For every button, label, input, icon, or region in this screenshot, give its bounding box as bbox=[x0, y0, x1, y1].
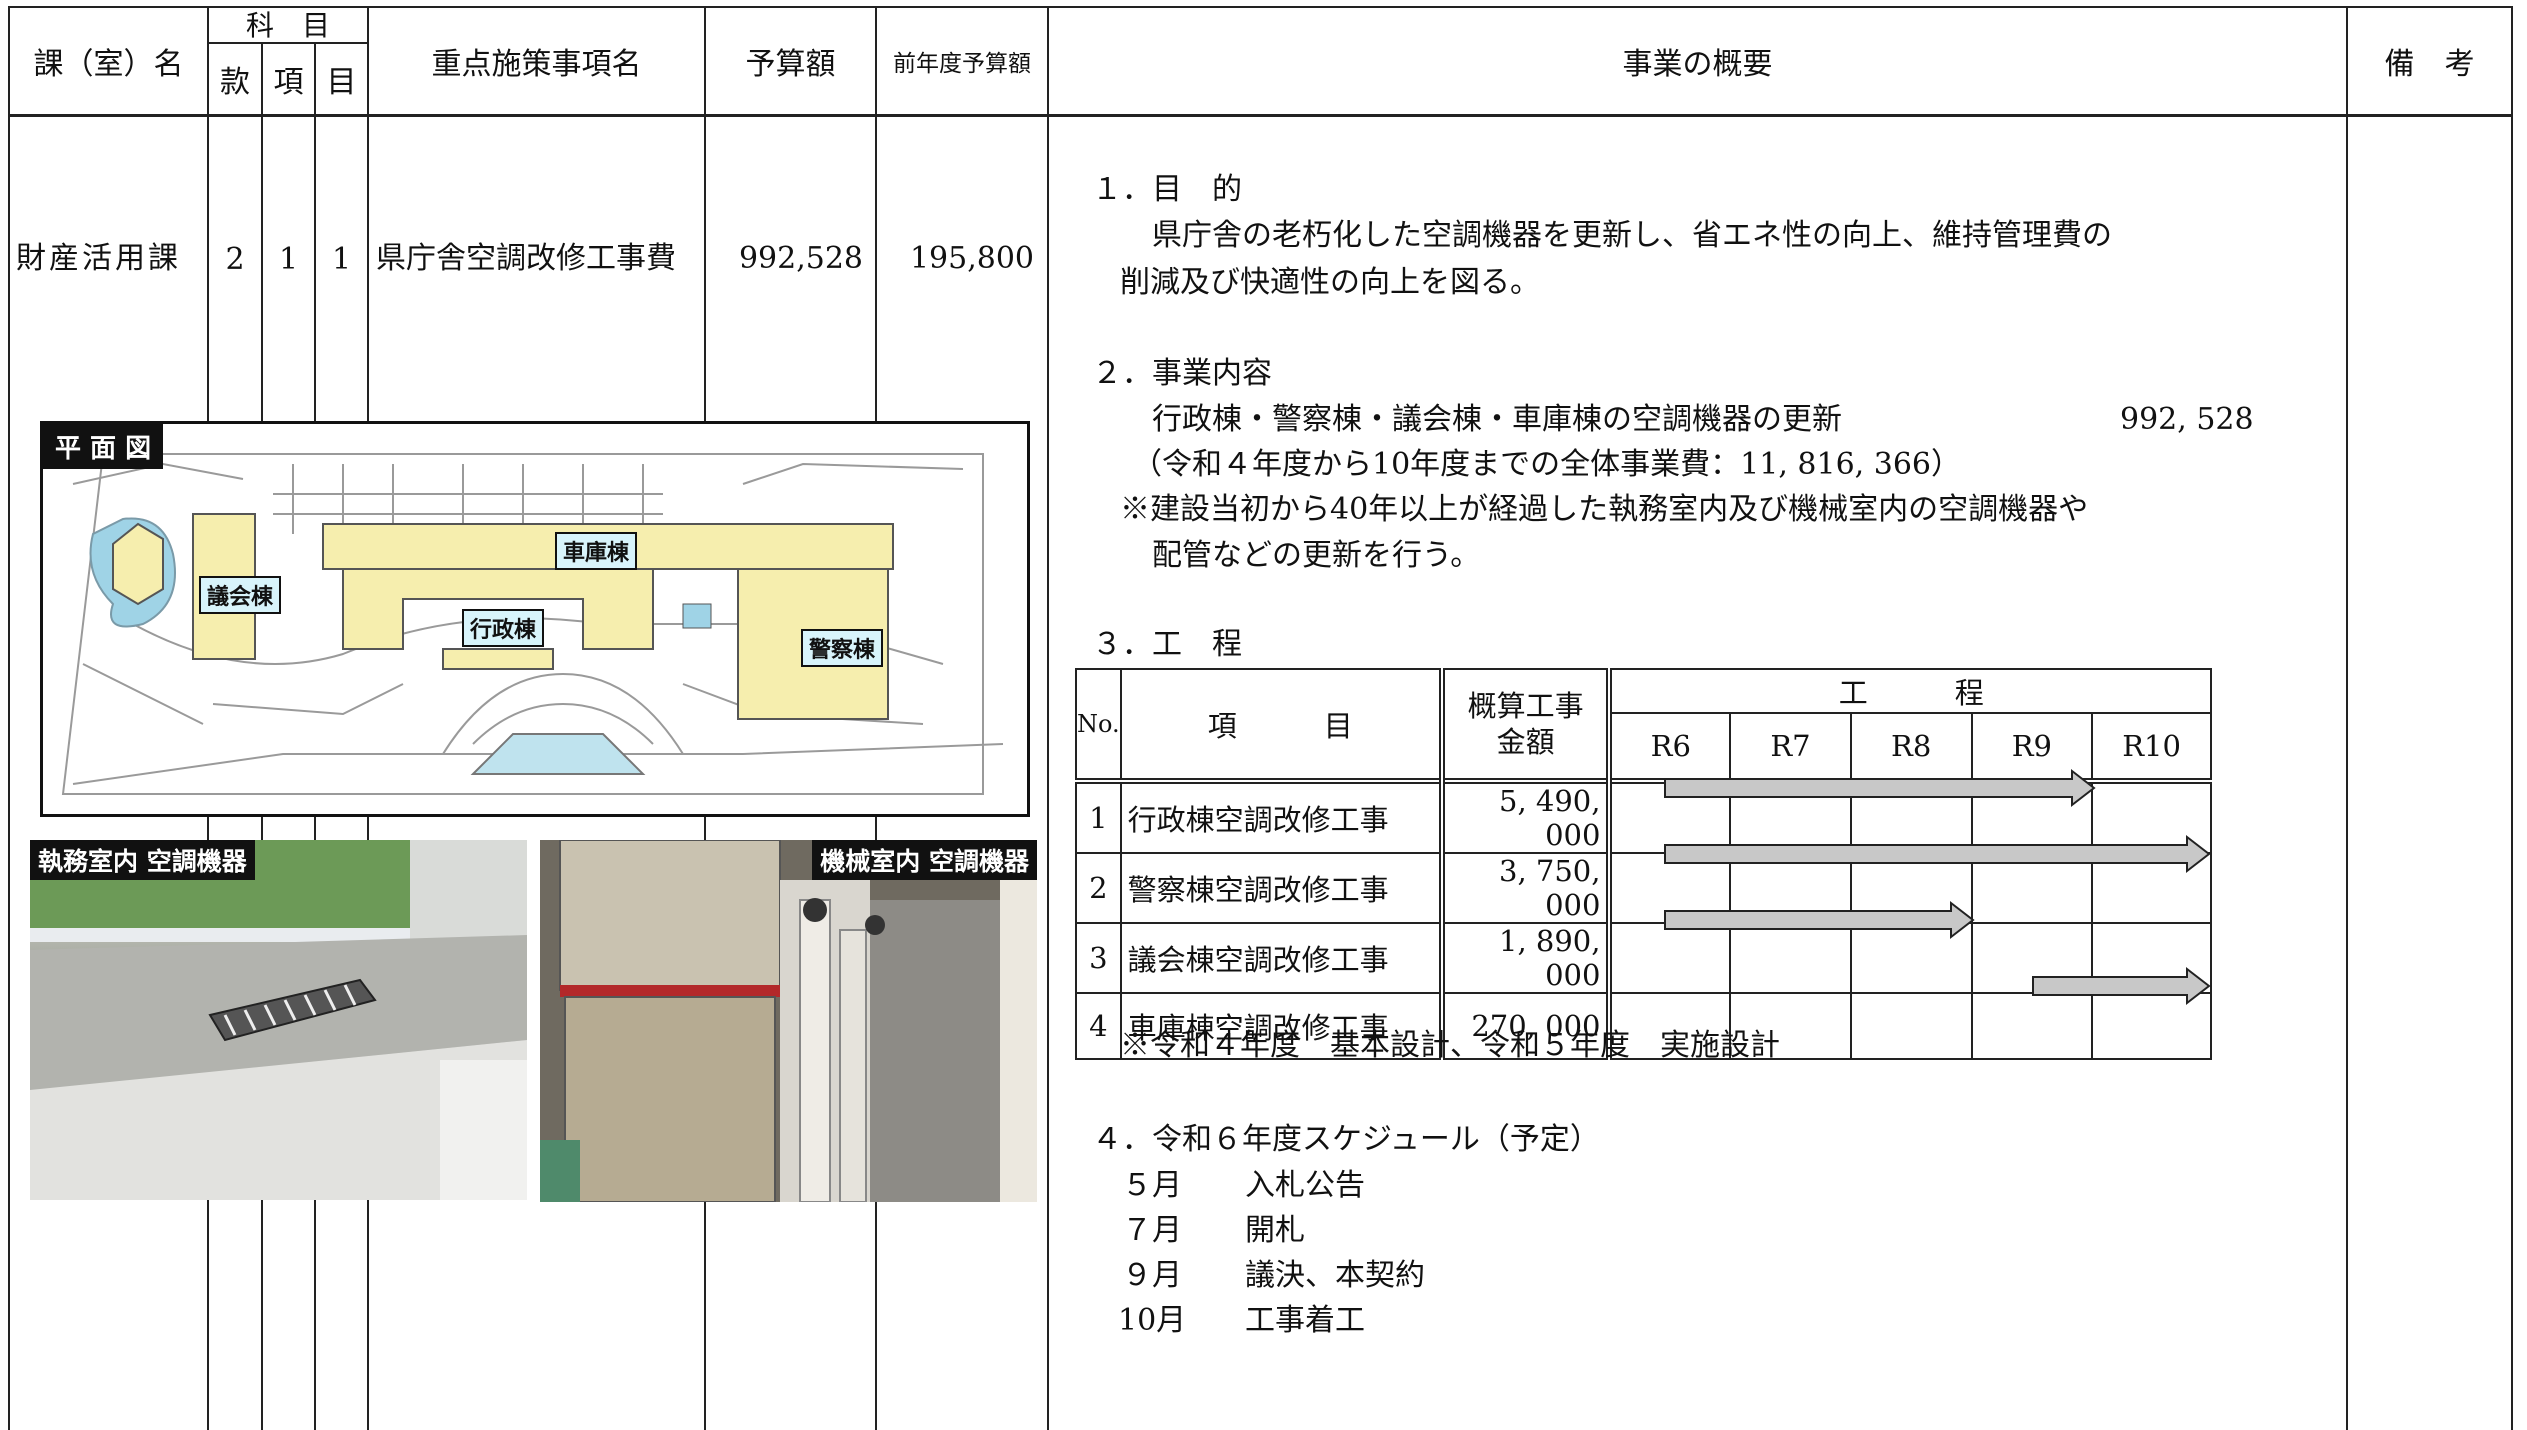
pt-head-process: 工 程 bbox=[1608, 668, 2212, 714]
section3-title: ３．工 程 bbox=[1092, 627, 1242, 662]
pt-row2-amount: 3, 750, 000 bbox=[1440, 852, 1613, 924]
header-subject: 科 目 bbox=[245, 9, 330, 42]
photo1-label: 執務室内 空調機器 bbox=[30, 840, 255, 880]
pt-row1-no: 1 bbox=[1075, 780, 1122, 854]
tag-shako: 車庫棟 bbox=[555, 532, 638, 570]
site-plan-figure: 平 面 図 議会棟 車庫棟 行政棟 警察棟 bbox=[40, 421, 1030, 817]
header-prev-budget: 前年度予算額 bbox=[893, 51, 1031, 77]
pt-row2-no: 2 bbox=[1075, 852, 1122, 924]
header-kan: 款 bbox=[220, 65, 250, 100]
header-budget: 予算額 bbox=[745, 47, 836, 82]
schedule-month-1: ５月 bbox=[1122, 1168, 1182, 1203]
pt-year-r10: R10 bbox=[2091, 712, 2212, 782]
pt-row1-item: 行政棟空調改修工事 bbox=[1119, 780, 1445, 854]
pt-row3-item: 議会棟空調改修工事 bbox=[1119, 922, 1445, 994]
pt-head-cost-l2: 金額 bbox=[1496, 725, 1555, 759]
section2-line2: （令和４年度から10年度までの全体事業費：11, 816, 366） bbox=[1132, 447, 1962, 482]
row-prev-budget: 195,800 bbox=[909, 241, 1034, 276]
section4-title: ４．令和６年度スケジュール（予定） bbox=[1092, 1122, 1600, 1157]
photo2-label: 機械室内 空調機器 bbox=[812, 840, 1037, 880]
pt-year-r6: R6 bbox=[1608, 712, 1732, 782]
pt-row2-item: 警察棟空調改修工事 bbox=[1119, 852, 1445, 924]
machine-room-ac-photo: 機械室内 空調機器 bbox=[540, 840, 1037, 1202]
machine-room-drawing bbox=[540, 840, 1037, 1202]
pt-head-cost: 概算工事 金額 bbox=[1440, 668, 1613, 782]
section2-line3: ※建設当初から40年以上が経過した執務室内及び機械室内の空調機器や bbox=[1120, 492, 2089, 527]
row-kan: 2 bbox=[225, 241, 245, 277]
schedule-month-4: 10月 bbox=[1118, 1303, 1187, 1338]
header-division: 課（室）名 bbox=[33, 47, 184, 82]
office-ac-drawing bbox=[30, 840, 527, 1200]
pt-head-no: No. bbox=[1075, 668, 1122, 782]
pt-row1-amount: 5, 490, 000 bbox=[1440, 780, 1613, 854]
gantt-arrow-row-4 bbox=[2032, 966, 2211, 1006]
header-moku: 目 bbox=[326, 65, 357, 100]
row-budget: 992,528 bbox=[738, 241, 863, 276]
gantt-arrow-row-1 bbox=[1664, 768, 2096, 808]
gantt-arrow-row-2 bbox=[1664, 834, 2211, 874]
header-measure: 重点施策事項名 bbox=[431, 47, 642, 82]
schedule-event-3: 議決、本契約 bbox=[1245, 1258, 1425, 1293]
section2-title: ２．事業内容 bbox=[1092, 356, 1272, 391]
header-overview: 事業の概要 bbox=[1622, 47, 1773, 82]
gyosei-building bbox=[342, 568, 654, 650]
schedule-event-1: 入札公告 bbox=[1245, 1168, 1365, 1203]
section2-amount: 992, 528 bbox=[2120, 402, 2254, 437]
section1-line2: 削減及び快適性の向上を図る。 bbox=[1120, 265, 1540, 300]
col-line-7 bbox=[1047, 6, 1049, 1430]
section1-title: １．目 的 bbox=[1092, 172, 1242, 207]
gantt-arrow-row-3 bbox=[1664, 900, 1975, 940]
plan-label: 平 面 図 bbox=[43, 424, 164, 469]
row-division: 財産活用課 bbox=[16, 241, 181, 276]
header-bottom-line bbox=[8, 114, 2513, 117]
pt-row4-item: 車庫棟空調改修工事 bbox=[1119, 992, 1445, 1060]
border-right bbox=[2511, 6, 2513, 1430]
schedule-event-2: 開札 bbox=[1245, 1213, 1305, 1248]
schedule-month-2: ７月 bbox=[1122, 1213, 1182, 1248]
row-kou: 1 bbox=[278, 241, 299, 277]
row-moku: 1 bbox=[331, 241, 352, 277]
subject-divider bbox=[207, 42, 369, 44]
tag-gikai: 議会棟 bbox=[199, 576, 282, 614]
tag-keisatsu: 警察棟 bbox=[801, 629, 884, 667]
pt-row3-amount: 1, 890, 000 bbox=[1440, 922, 1613, 994]
tag-gyosei: 行政棟 bbox=[462, 609, 545, 647]
border-left bbox=[8, 6, 10, 1430]
border-top bbox=[8, 6, 2513, 8]
pt-head-item: 項 目 bbox=[1119, 668, 1445, 782]
header-remarks: 備 考 bbox=[2384, 47, 2475, 82]
section3-note: ※令和４年度 基本設計、令和５年度 実施設計 bbox=[1120, 1028, 1780, 1063]
pt-row3-no: 3 bbox=[1075, 922, 1122, 994]
section1-line1: 県庁舎の老朽化した空調機器を更新し、省エネ性の向上、維持管理費の bbox=[1152, 218, 2112, 253]
schedule-event-4: 工事着工 bbox=[1245, 1303, 1365, 1338]
pt-row4-no: 4 bbox=[1075, 992, 1122, 1060]
section2-line4: 配管などの更新を行う。 bbox=[1152, 538, 1481, 573]
header-kou: 項 bbox=[273, 65, 304, 100]
office-ac-photo: 執務室内 空調機器 bbox=[30, 840, 527, 1200]
row-measure: 県庁舎空調改修工事費 bbox=[376, 241, 676, 276]
section2-line1: 行政棟・警察棟・議会棟・車庫棟の空調機器の更新 bbox=[1152, 402, 1842, 437]
pt-head-cost-l1: 概算工事 bbox=[1467, 688, 1584, 723]
schedule-month-3: ９月 bbox=[1122, 1258, 1182, 1293]
pt-row4-amount: 270, 000 bbox=[1440, 992, 1613, 1060]
col-line-8 bbox=[2346, 6, 2348, 1430]
